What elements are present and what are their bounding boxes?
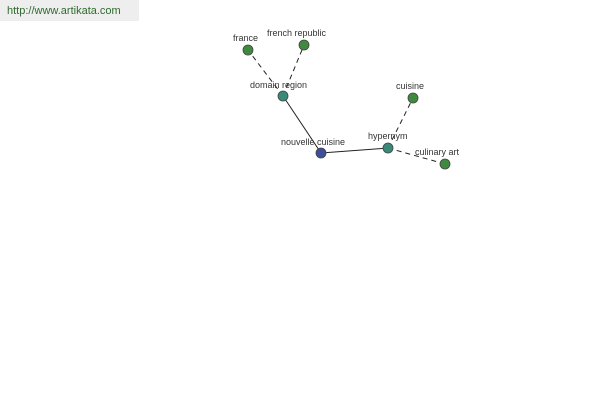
node-france-label: france — [233, 33, 258, 43]
node-culinary-art[interactable]: culinary art — [415, 147, 460, 170]
edge-hypernym-to-culinary-art — [387, 147, 446, 165]
node-nouvelle-cuisine[interactable]: nouvelle cuisine — [281, 137, 345, 159]
edge-hypernym-to-cuisine — [387, 97, 414, 149]
watermark-bar: http://www.artikata.com — [0, 0, 139, 21]
edge-nouvelle-cuisine-to-hypernym — [320, 147, 389, 154]
node-nouvelle-cuisine-dot[interactable] — [315, 147, 327, 159]
node-domain-region-label: domain region — [250, 80, 307, 90]
node-domain-region[interactable]: domain region — [250, 80, 307, 102]
edge-domain-region-to-france — [247, 49, 284, 97]
node-french-republic[interactable]: french republic — [267, 28, 327, 51]
node-culinary-art-dot[interactable] — [439, 158, 451, 170]
edge-domain-region-to-french-republic — [282, 44, 305, 97]
node-france-dot[interactable] — [242, 44, 254, 56]
watermark-url[interactable]: http://www.artikata.com — [7, 5, 121, 17]
edge-nouvelle-cuisine-to-domain-region — [282, 95, 322, 154]
node-hypernym-dot[interactable] — [382, 142, 394, 154]
node-cuisine-label: cuisine — [396, 81, 424, 91]
node-domain-region-dot[interactable] — [277, 90, 289, 102]
nodes-layer: nouvelle cuisine domain region hypernym fra… — [233, 28, 460, 170]
node-french-republic-dot[interactable] — [298, 39, 310, 51]
node-cuisine[interactable]: cuisine — [396, 81, 424, 104]
node-hypernym[interactable]: hypernym — [368, 131, 408, 154]
node-nouvelle-cuisine-label: nouvelle cuisine — [281, 137, 345, 147]
node-hypernym-label: hypernym — [368, 131, 408, 141]
edges-layer — [247, 44, 446, 165]
node-culinary-art-label: culinary art — [415, 147, 460, 157]
node-french-republic-label: french republic — [267, 28, 327, 38]
node-cuisine-dot[interactable] — [407, 92, 419, 104]
node-france[interactable]: france — [233, 33, 258, 56]
